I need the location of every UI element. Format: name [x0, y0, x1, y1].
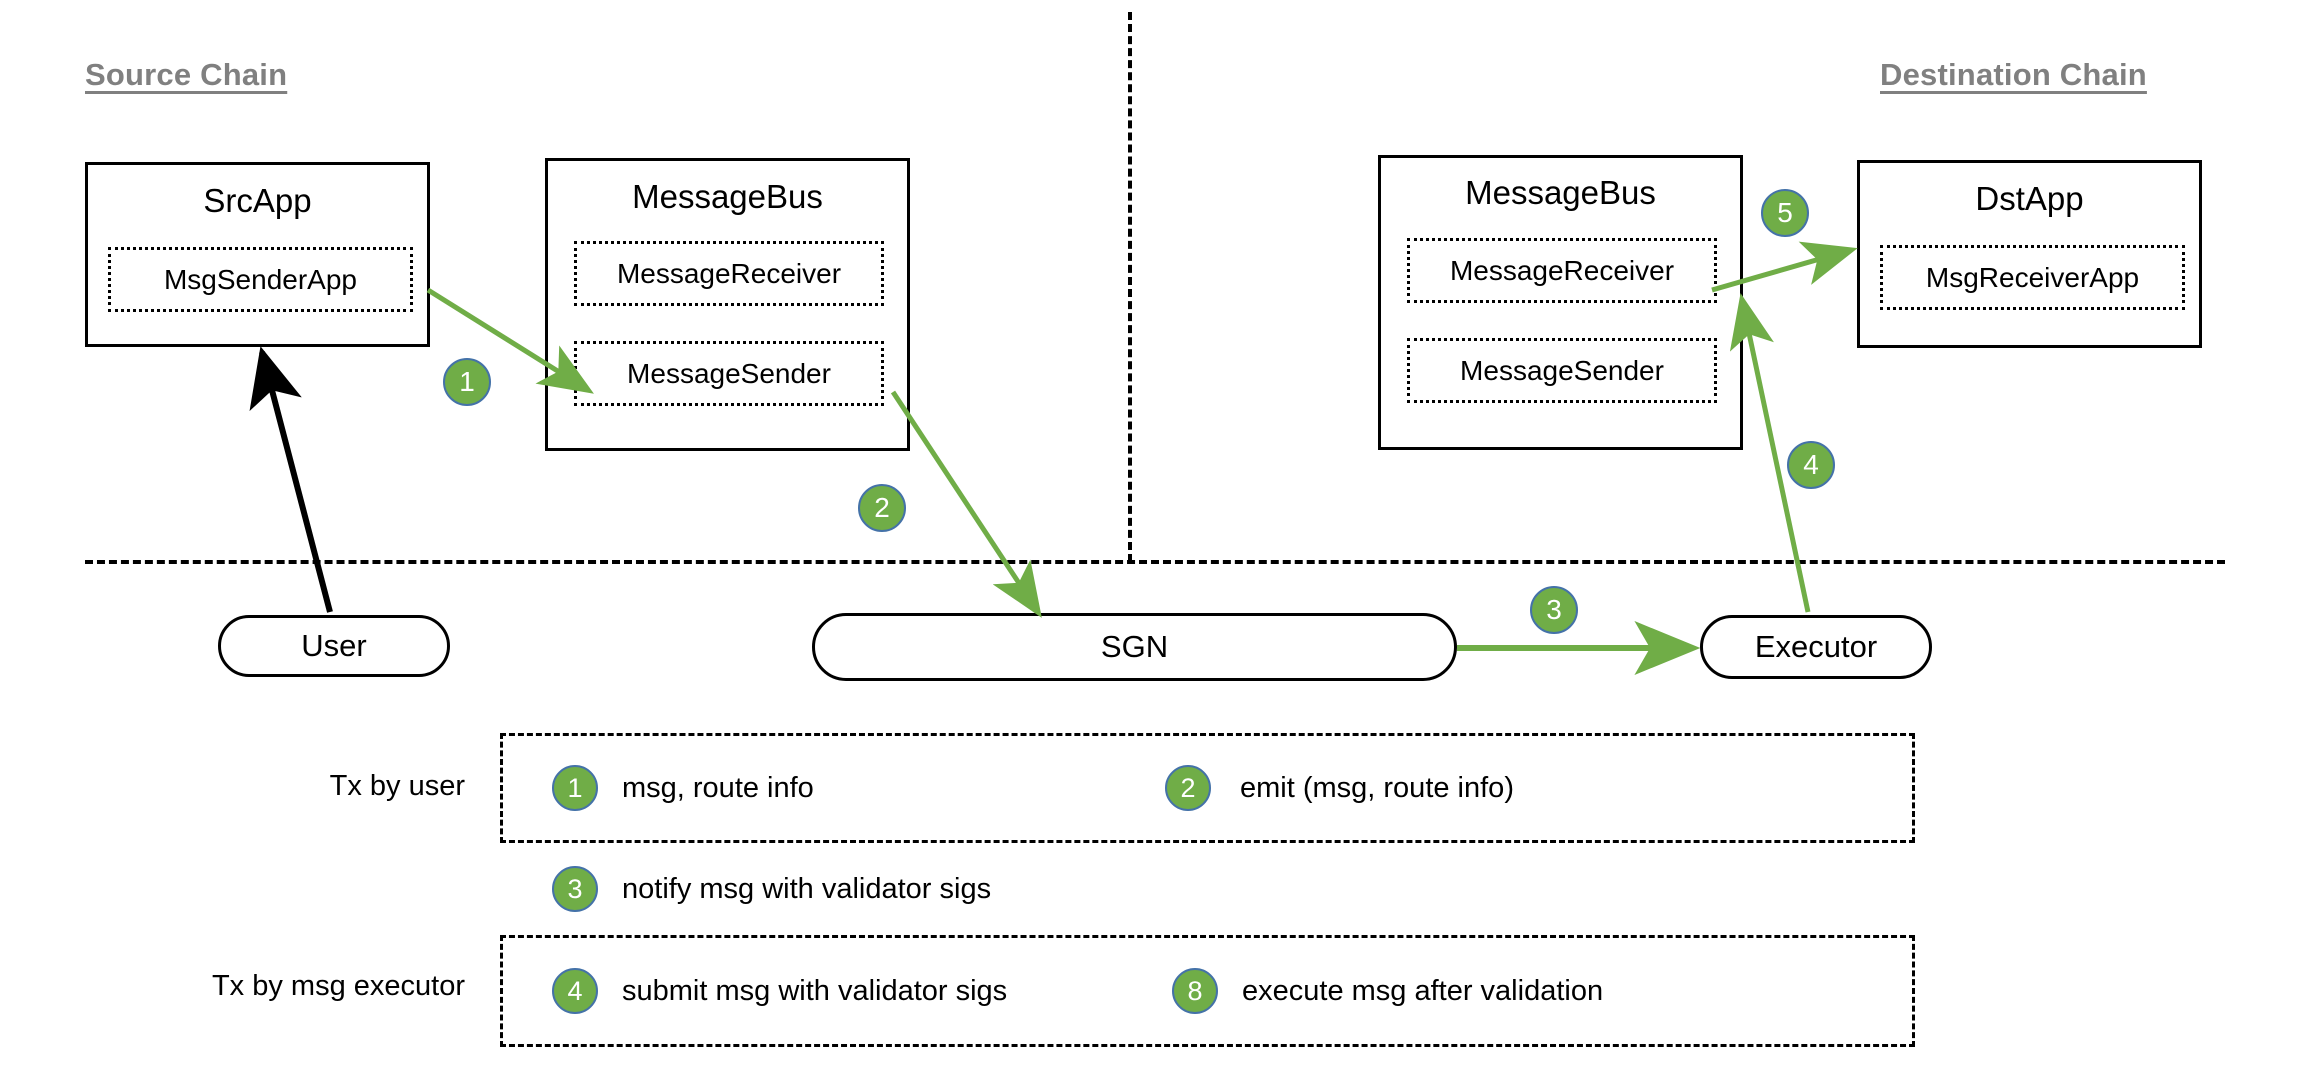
legend-text-1: msg, route info: [622, 772, 814, 804]
source-messagebus-title: MessageBus: [632, 178, 823, 215]
onchain-offchain-divider: [85, 560, 2225, 564]
executor-node[interactable]: Executor: [1700, 615, 1932, 679]
flow-badge-4: 4: [1787, 441, 1835, 489]
legend-label-tx-by-executor: Tx by msg executor: [211, 970, 465, 1002]
sgn-node[interactable]: SGN: [812, 613, 1457, 681]
flow-badge-3: 3: [1530, 586, 1578, 634]
dest-messagereceiver-box: MessageReceiver: [1407, 238, 1717, 303]
user-node[interactable]: User: [218, 615, 450, 677]
legend-text-4: submit msg with validator sigs: [622, 975, 1008, 1007]
source-messagesender-box: MessageSender: [574, 341, 884, 406]
msgsenderapp-box: MsgSenderApp: [108, 247, 413, 312]
legend-badge-1: 1: [552, 765, 598, 811]
source-messagebus-box: MessageBus MessageReceiver MessageSender: [545, 158, 910, 451]
dest-messagesender-box: MessageSender: [1407, 338, 1717, 403]
flow-badge-5: 5: [1761, 189, 1809, 237]
legend-text-2: emit (msg, route info): [1240, 772, 1514, 804]
dstapp-title: DstApp: [1975, 180, 2084, 217]
arrow-user-to-srcapp: [249, 346, 333, 613]
legend-box-tx-by-user: [500, 733, 1915, 843]
srcapp-box: SrcApp MsgSenderApp: [85, 162, 430, 347]
legend-badge-2: 2: [1165, 765, 1211, 811]
srcapp-title: SrcApp: [203, 182, 312, 219]
dstapp-box: DstApp MsgReceiverApp: [1857, 160, 2202, 348]
flow-badge-1: 1: [443, 358, 491, 406]
source-chain-title: Source Chain: [85, 57, 288, 92]
legend-box-tx-by-executor: [500, 935, 1915, 1047]
legend-badge-3: 3: [552, 866, 598, 912]
dest-messagebus-title: MessageBus: [1465, 174, 1656, 211]
legend-label-tx-by-user: Tx by user: [329, 770, 465, 802]
legend-text-3: notify msg with validator sigs: [622, 873, 992, 905]
legend-text-8: execute msg after validation: [1242, 975, 1604, 1007]
arrow-step-2: [890, 390, 1042, 618]
chain-vertical-divider: [1128, 12, 1132, 562]
legend-badge-4: 4: [552, 968, 598, 1014]
destination-chain-title: Destination Chain: [1880, 57, 2147, 92]
legend-badge-8: 8: [1172, 968, 1218, 1014]
msgreceiverapp-box: MsgReceiverApp: [1880, 245, 2185, 310]
flow-badge-2: 2: [858, 484, 906, 532]
dest-messagebus-box: MessageBus MessageReceiver MessageSender: [1378, 155, 1743, 450]
source-messagereceiver-box: MessageReceiver: [574, 241, 884, 306]
